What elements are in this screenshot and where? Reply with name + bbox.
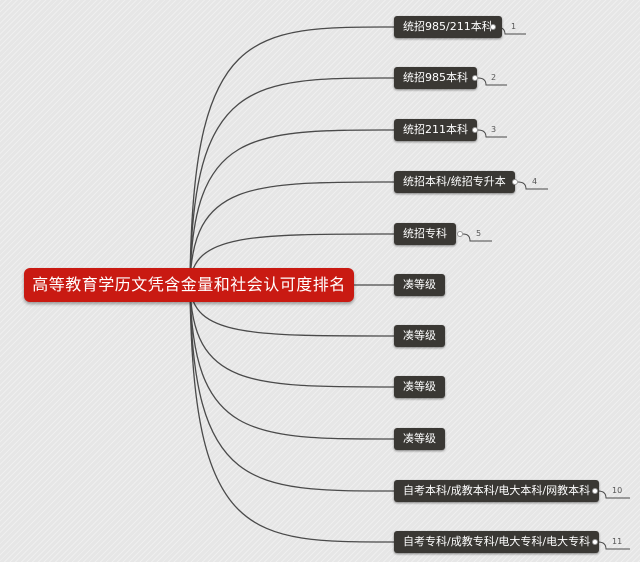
connector-line-1	[189, 26, 395, 286]
rank-leader-line-3	[477, 129, 507, 138]
collapse-toggle-icon[interactable]	[512, 179, 518, 185]
rank-label-2: 2	[491, 73, 497, 82]
root-node[interactable]: 高等教育学历文凭含金量和社会认可度排名	[24, 268, 354, 302]
collapse-toggle-icon[interactable]	[490, 24, 496, 30]
rank-label-5: 5	[476, 229, 482, 238]
branch-node-5[interactable]: 统招专科	[394, 223, 456, 245]
branch-node-7[interactable]: 凑等级	[394, 325, 445, 347]
branch-node-11[interactable]: 自考专科/成教专科/电大专科/电大专科	[394, 531, 600, 553]
branch-node-6[interactable]: 凑等级	[394, 274, 445, 296]
collapse-toggle-icon[interactable]	[592, 488, 598, 494]
connector-line-4	[189, 181, 395, 286]
branch-node-2[interactable]: 统招985本科	[394, 67, 477, 89]
branch-node-8[interactable]: 凑等级	[394, 376, 445, 398]
rank-label-4: 4	[532, 177, 538, 186]
rank-label-10: 10	[612, 486, 623, 495]
rank-label-3: 3	[491, 125, 497, 134]
rank-label-11: 11	[612, 537, 623, 546]
connector-line-2	[189, 77, 395, 286]
collapse-toggle-icon[interactable]	[457, 231, 463, 237]
collapse-toggle-icon[interactable]	[592, 539, 598, 545]
rank-label-1: 1	[511, 22, 517, 31]
branch-node-4[interactable]: 统招本科/统招专升本	[394, 171, 515, 193]
rank-leader-line-4	[517, 181, 548, 190]
connector-line-9	[189, 284, 395, 440]
rank-leader-line-2	[477, 77, 507, 86]
collapse-toggle-icon[interactable]	[472, 75, 478, 81]
branch-node-9[interactable]: 凑等级	[394, 428, 445, 450]
branch-node-1[interactable]: 统招985/211本科	[394, 16, 502, 38]
connector-line-11	[189, 284, 395, 543]
connector-line-10	[189, 284, 395, 492]
rank-leader-line-5	[462, 233, 492, 242]
rank-leader-line-6	[597, 490, 630, 499]
connector-line-3	[189, 129, 395, 286]
rank-leader-line-7	[597, 541, 630, 550]
connector-line-8	[189, 284, 395, 388]
branch-node-3[interactable]: 统招211本科	[394, 119, 477, 141]
branch-node-10[interactable]: 自考本科/成教本科/电大本科/网教本科	[394, 480, 600, 502]
collapse-toggle-icon[interactable]	[472, 127, 478, 133]
